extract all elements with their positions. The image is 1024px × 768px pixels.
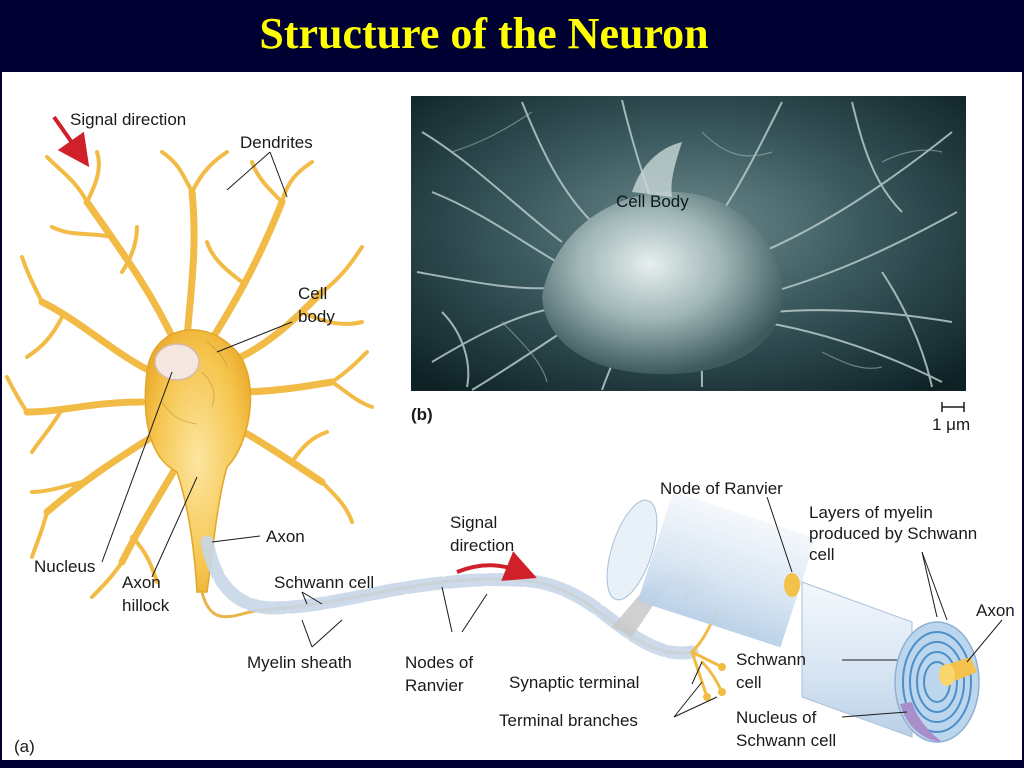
leader-lines [101, 151, 1003, 718]
dendrites-drawing [5, 150, 374, 599]
signal-arrow-top [52, 115, 90, 168]
axon-right-label: Axon [976, 601, 1015, 620]
cell-body-label-line2: body [298, 307, 335, 326]
terminal-branches-label: Terminal branches [499, 711, 638, 730]
nucleus-drawing [154, 343, 200, 381]
layers-myelin-label-line2: produced by Schwann [809, 524, 977, 543]
dendrites-label: Dendrites [240, 133, 313, 152]
schwann-nucleus-drawing [900, 702, 942, 742]
neuron-diagram: Cell Body (b) 1 μm [5, 96, 1015, 756]
micrograph-cell-body [542, 191, 783, 375]
cell-body-drawing [144, 329, 252, 593]
nodes-ranvier-label-line2: Ranvier [405, 676, 464, 695]
scale-bar-label: 1 μm [932, 415, 970, 434]
nucleus-schwann-label-line1: Nucleus of [736, 708, 817, 727]
scale-bar: 1 μm [932, 402, 970, 434]
micrograph-cell-body-label: Cell Body [616, 192, 689, 211]
micrograph: Cell Body (b) 1 μm [411, 96, 970, 434]
node-of-ranvier-label: Node of Ranvier [660, 479, 783, 498]
figure-panel: Cell Body (b) 1 μm [2, 72, 1022, 760]
slide-title: Structure of the Neuron [259, 9, 709, 58]
nodes-ranvier-label-line1: Nodes of [405, 653, 473, 672]
schwann-cell-label: Schwann cell [274, 573, 374, 592]
synaptic-terminal-label: Synaptic terminal [509, 673, 639, 692]
panel-a-label: (a) [14, 737, 35, 756]
layers-myelin-label-line1: Layers of myelin [809, 503, 933, 522]
panel-b-label: (b) [411, 405, 433, 424]
schwann-cell-right-label-line1: Schwann [736, 650, 806, 669]
nucleus-label: Nucleus [34, 557, 95, 576]
node-of-ranvier-dot [784, 573, 800, 597]
signal-direction-mid-label-line1: Signal [450, 513, 497, 532]
neuron-illustration: Signal direction Dendrites Cell body Axo… [5, 110, 1015, 756]
axon-label: Axon [266, 527, 305, 546]
signal-arrow-axon [456, 551, 537, 581]
axon-hillock-label-line1: Axon [122, 573, 161, 592]
cell-body-label-line1: Cell [298, 284, 327, 303]
axon-hillock-label-line2: hillock [122, 596, 170, 615]
bottom-bar [0, 760, 1024, 768]
nucleus-schwann-label-line2: Schwann cell [736, 731, 836, 750]
myelin-sheath-label: Myelin sheath [247, 653, 352, 672]
signal-direction-top-label: Signal direction [70, 110, 186, 129]
schwann-cell-right-label-line2: cell [736, 673, 762, 692]
layers-myelin-label-line3: cell [809, 545, 835, 564]
signal-direction-mid-label-line2: direction [450, 536, 514, 555]
micrograph-processes [416, 99, 958, 391]
